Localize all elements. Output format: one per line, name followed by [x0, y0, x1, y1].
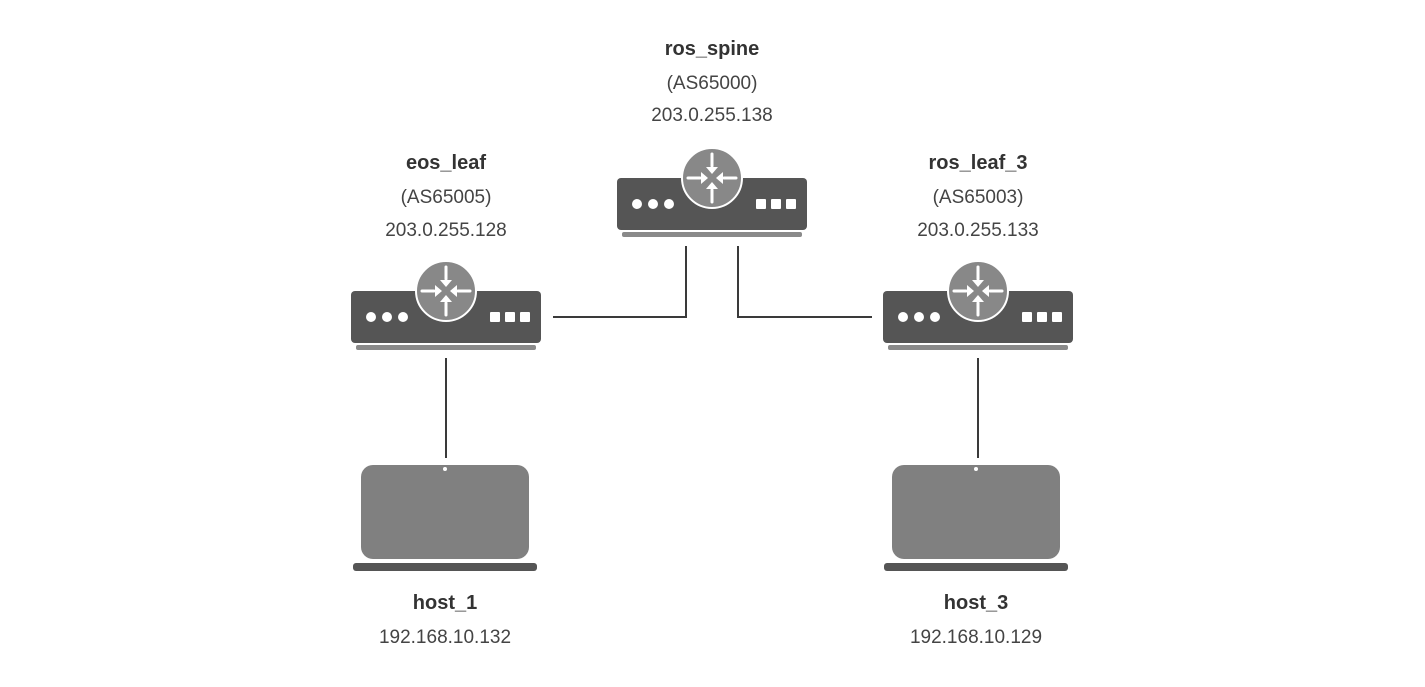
- router-asn: (AS65005): [401, 187, 492, 208]
- host-ip: 192.168.10.132: [379, 627, 511, 648]
- laptop-icon: [884, 465, 1068, 571]
- router-name: eos_leaf: [406, 152, 486, 174]
- host-ip: 192.168.10.129: [910, 627, 1042, 648]
- router-name: ros_leaf_3: [929, 152, 1028, 174]
- router-node-ros-spine: ros_spine (AS65000) 203.0.255.138: [615, 38, 809, 239]
- router-icon: [881, 259, 1075, 352]
- router-asn: (AS65003): [933, 187, 1024, 208]
- router-asn: (AS65000): [667, 73, 758, 94]
- router-node-eos-leaf: eos_leaf (AS65005) 203.0.255.128: [349, 152, 543, 352]
- link-spine-ros-leaf-3: [737, 246, 872, 318]
- host-node-host-3: host_3 192.168.10.129: [884, 465, 1068, 648]
- router-node-ros-leaf-3: ros_leaf_3 (AS65003) 203.0.255.133: [881, 152, 1075, 352]
- link-spine-eos-leaf: [553, 246, 687, 318]
- host-name: host_1: [413, 592, 477, 614]
- router-ip: 203.0.255.138: [651, 105, 773, 126]
- router-icon: [349, 259, 543, 352]
- router-icon: [615, 146, 809, 239]
- host-name: host_3: [944, 592, 1008, 614]
- router-name: ros_spine: [665, 38, 759, 60]
- laptop-icon: [353, 465, 537, 571]
- host-node-host-1: host_1 192.168.10.132: [353, 465, 537, 648]
- router-ip: 203.0.255.133: [917, 220, 1039, 241]
- router-ip: 203.0.255.128: [385, 220, 507, 241]
- links: [445, 246, 979, 458]
